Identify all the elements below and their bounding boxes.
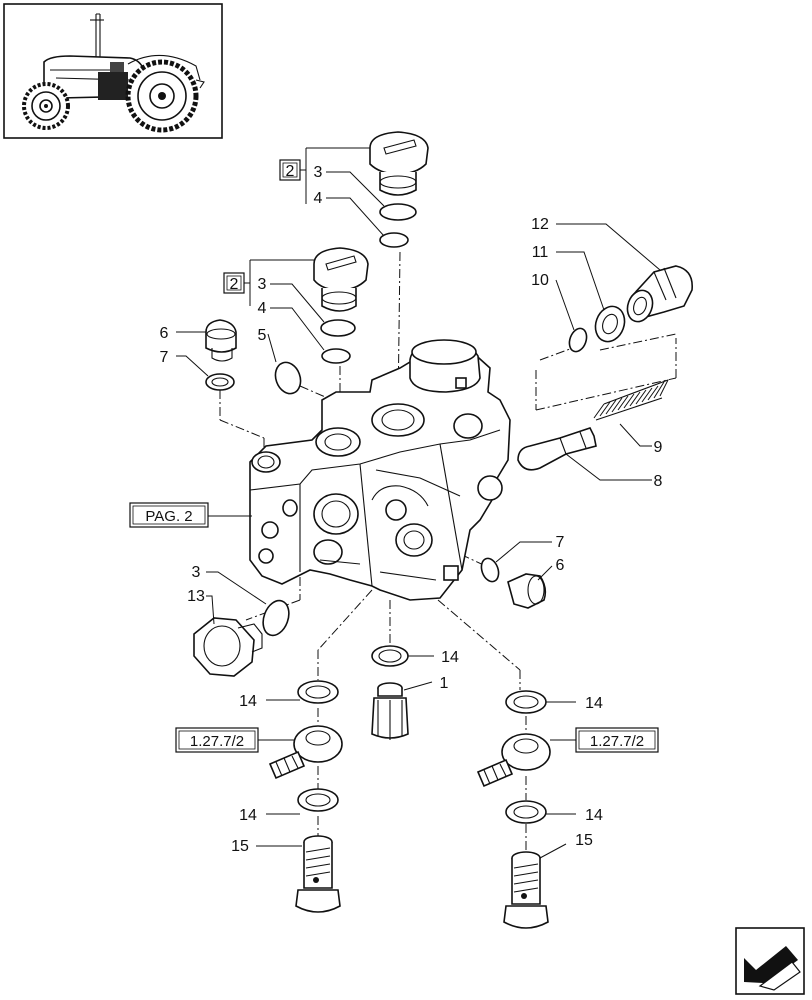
callout-14-right-top: 14 xyxy=(585,695,603,712)
part-4-oring-lower-b xyxy=(321,348,351,364)
valve-body xyxy=(249,339,511,601)
callout-15-left: 15 xyxy=(231,838,249,855)
part-14-washer-left-top xyxy=(297,680,339,704)
reference-right-link[interactable]: 1.27.7/2 xyxy=(575,727,659,753)
part-6-plug-left xyxy=(205,319,237,362)
part-4-oring-lower-a xyxy=(320,319,356,337)
part-2-plug-lower xyxy=(313,247,369,312)
callout-6-right: 6 xyxy=(556,557,565,574)
assembly-axis-lines xyxy=(219,251,677,850)
reference-left-link[interactable]: 1.27.7/2 xyxy=(175,727,259,753)
part-9-spring xyxy=(593,379,669,421)
callout-3-middle: 3 xyxy=(258,276,267,293)
callout-2-upper-label: 2 xyxy=(286,163,295,180)
callout-2-lower-label: 2 xyxy=(230,276,239,293)
banjo-fitting-right xyxy=(476,733,551,788)
part-11-washer xyxy=(594,305,626,343)
callout-14-left-bottom: 14 xyxy=(239,807,257,824)
callout-2-upper: 2 xyxy=(279,159,301,181)
callout-5: 5 xyxy=(258,327,267,344)
part-14-washer-right-top xyxy=(505,690,547,714)
part-13-nut xyxy=(193,617,263,677)
reference-left-label: 1.27.7/2 xyxy=(190,733,244,750)
reference-pag2-label: PAG. 2 xyxy=(145,508,192,525)
callout-14-center: 14 xyxy=(441,649,459,666)
reference-right-label: 1.27.7/2 xyxy=(590,733,644,750)
leader-lines xyxy=(176,147,661,859)
part-14-washer-center xyxy=(371,645,409,667)
callout-4-middle: 4 xyxy=(258,300,267,317)
callout-14-left-top: 14 xyxy=(239,693,257,710)
part-15-bolt-right xyxy=(503,851,549,929)
part-7-washer-right xyxy=(480,557,500,583)
callout-7-left: 7 xyxy=(160,349,169,366)
part-14-washer-right-bottom xyxy=(505,800,547,824)
callout-3-lower: 3 xyxy=(192,564,201,581)
part-4-oring-upper-b xyxy=(379,232,409,248)
part-12-plug-right xyxy=(626,265,693,323)
callout-9: 9 xyxy=(654,439,663,456)
callout-4-upper: 4 xyxy=(314,190,323,207)
part-6-plug-right xyxy=(507,573,547,609)
callout-11: 11 xyxy=(532,244,549,261)
callout-6-left: 6 xyxy=(160,325,169,342)
reference-pag2-link[interactable]: PAG. 2 xyxy=(129,502,209,528)
part-4-oring-upper-a xyxy=(379,203,417,221)
tractor-thumbnail-icon xyxy=(3,3,223,139)
part-2-plug-upper xyxy=(369,131,429,196)
part-1-fitting xyxy=(371,682,409,740)
callout-8: 8 xyxy=(654,473,663,490)
callout-3-upper: 3 xyxy=(314,164,323,181)
callout-13: 13 xyxy=(187,588,205,605)
part-10-oring xyxy=(568,327,588,353)
banjo-fitting-left xyxy=(268,725,343,780)
part-3-oring-lower xyxy=(262,599,290,637)
callout-2-lower: 2 xyxy=(223,272,245,294)
callout-7-right: 7 xyxy=(556,534,565,551)
part-14-washer-left-bottom xyxy=(297,788,339,812)
callout-10: 10 xyxy=(531,272,549,289)
part-5-oring xyxy=(274,361,302,395)
callout-1: 1 xyxy=(440,675,449,692)
next-page-arrow-icon[interactable] xyxy=(735,927,805,995)
part-8-piston xyxy=(517,427,597,471)
callout-12: 12 xyxy=(531,216,549,233)
callout-15-right: 15 xyxy=(575,832,593,849)
part-7-washer-left xyxy=(205,373,235,391)
callout-14-right-bottom: 14 xyxy=(585,807,603,824)
part-15-bolt-left xyxy=(295,835,341,913)
